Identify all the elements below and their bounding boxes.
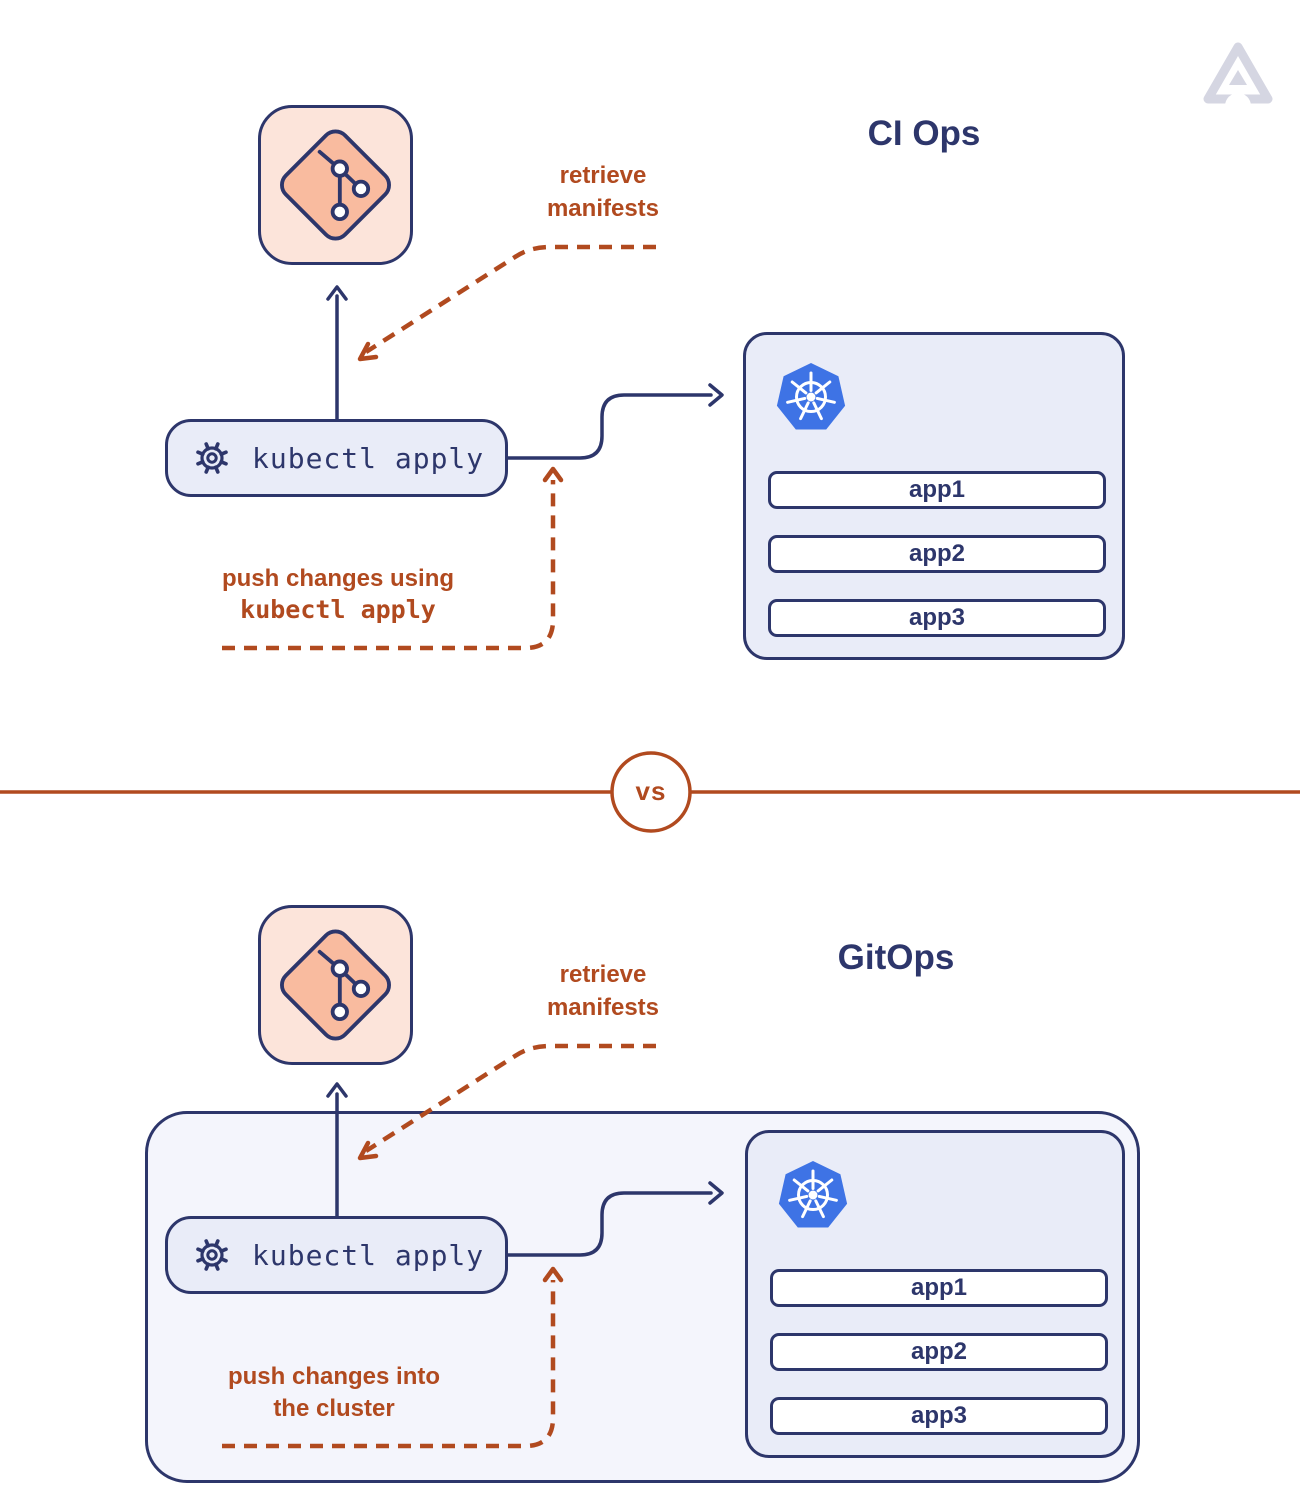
triangle-a-logo — [1203, 42, 1273, 106]
gear-icon — [196, 1239, 228, 1271]
git-repository-box — [258, 105, 413, 265]
kubectl-apply-box: kubectl apply — [165, 1216, 508, 1294]
kubernetes-cluster-box: app1 app2 app3 — [743, 332, 1125, 660]
git-branch-icon — [280, 929, 391, 1041]
push-line2: kubectl apply — [240, 595, 436, 624]
kubectl-apply-box: kubectl apply — [165, 419, 508, 497]
git-repository-box — [258, 905, 413, 1065]
kubectl-apply-label: kubectl apply — [252, 441, 485, 475]
git-branch-icon — [280, 129, 391, 241]
dashed-push-head — [542, 466, 564, 483]
retrieve-manifests-label: retrieve manifests — [478, 958, 728, 1024]
push-line1: push changes using — [221, 565, 455, 592]
retrieve-line2: manifests — [546, 994, 660, 1021]
push-changes-label: push changes into the cluster — [174, 1361, 494, 1425]
section-title-gitops: GitOps — [837, 938, 955, 977]
retrieve-line1: retrieve — [559, 162, 647, 189]
kubernetes-cluster-box: app1 app2 app3 — [745, 1130, 1125, 1458]
dashed-retrieve-head — [357, 341, 379, 362]
arrow-up-head — [326, 285, 348, 301]
vs-label: vs — [635, 776, 667, 806]
app-row: app1 — [768, 471, 1106, 509]
app-row: app2 — [768, 535, 1106, 573]
arrow-up-head — [326, 1082, 348, 1098]
kubectl-apply-label: kubectl apply — [252, 1238, 485, 1272]
arrow-kubectl-to-cluster — [506, 393, 713, 460]
section-title-ciops: CI Ops — [867, 114, 981, 153]
retrieve-line1: retrieve — [559, 961, 647, 988]
push-line2: the cluster — [273, 1395, 395, 1422]
app-row: app3 — [768, 599, 1106, 637]
kubernetes-icon — [778, 1161, 848, 1228]
app-row: app3 — [770, 1397, 1108, 1435]
push-line1: push changes into — [227, 1363, 440, 1390]
retrieve-manifests-label: retrieve manifests — [478, 159, 728, 225]
arrow-right-head — [708, 383, 724, 407]
kubernetes-icon — [776, 363, 846, 430]
app-row: app1 — [770, 1269, 1108, 1307]
app-row: app2 — [770, 1333, 1108, 1371]
push-changes-label: push changes using kubectl apply — [178, 563, 498, 625]
gear-icon — [196, 442, 228, 474]
retrieve-line2: manifests — [546, 195, 660, 222]
